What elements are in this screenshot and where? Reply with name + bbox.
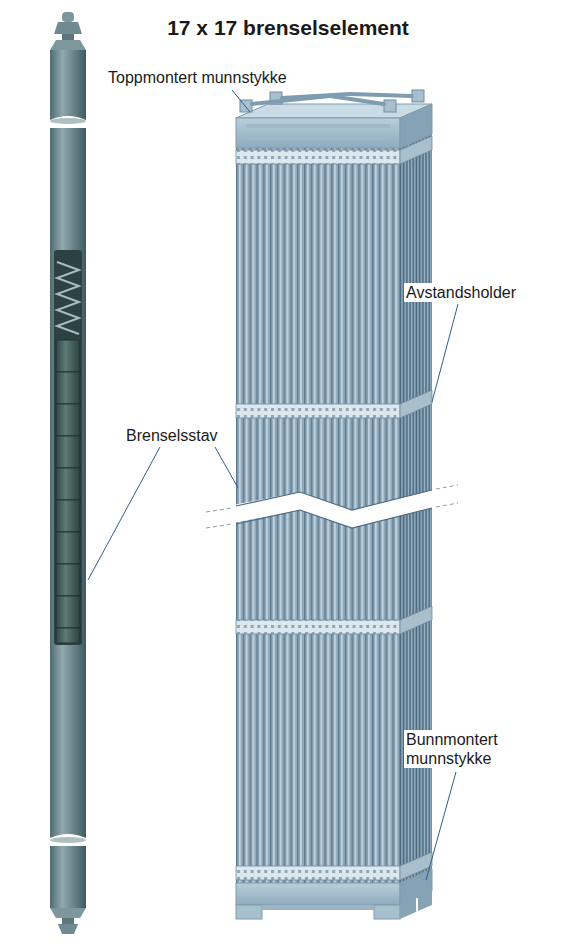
leader-lines	[88, 90, 458, 880]
part-label: Toppmontert munnstykke	[106, 68, 289, 87]
fuel-rod-illustration	[50, 12, 86, 934]
fuel-assembly-body	[206, 90, 458, 919]
part-label: Brenselsstav	[124, 426, 220, 445]
part-label: Avstandsholder	[404, 283, 518, 302]
part-label: Bunnmontert munnstykke	[404, 730, 520, 768]
diagram-title: 17 x 17 brenselselement	[167, 16, 409, 40]
